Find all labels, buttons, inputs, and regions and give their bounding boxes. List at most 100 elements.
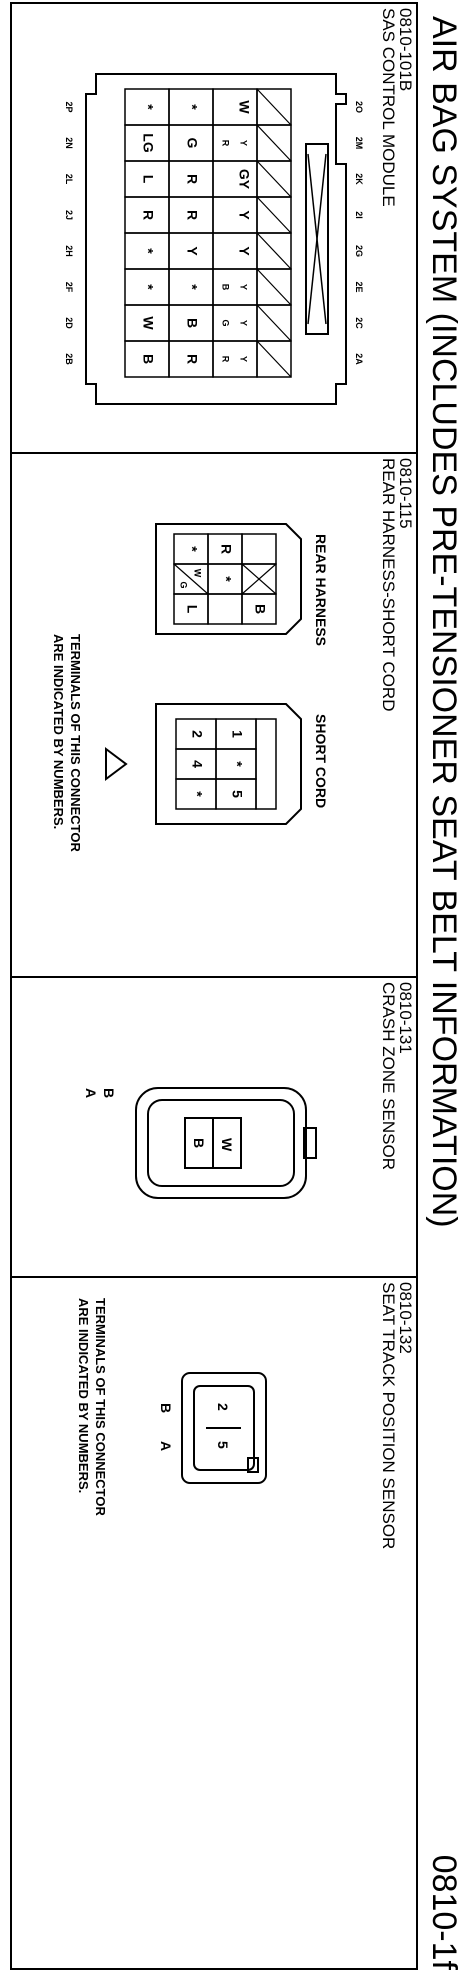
short-cord-terminal: 5	[229, 790, 245, 798]
sas-cell-value: LG	[140, 133, 156, 153]
sas-cell	[212, 304, 258, 342]
sas-cell-value: Y	[239, 320, 249, 326]
rear-harness-terminal: *	[184, 546, 200, 552]
rear-harness-cell	[207, 593, 243, 625]
panel-rear-harness-short-cord: 0810-115 REAR HARNESS-SHORT CORD REAR HA…	[10, 452, 418, 978]
sas-cell-value: G	[221, 319, 231, 326]
sas-cell-value: R	[184, 174, 200, 184]
sas-cell-value: W	[236, 100, 252, 114]
sas-cell-value: Y	[236, 246, 252, 256]
crash-zone-label-b: B	[101, 1088, 117, 1098]
rear-harness-label: REAR HARNESS	[313, 534, 329, 646]
sas-cell-value: *	[140, 284, 156, 290]
seat-track-drawing: 2 5 B A TERMINALS OF THIS CONNECTOR ARE …	[76, 1298, 267, 1516]
sas-top-pin-labels: 2O 2M 2K 2I 2G 2E 2C 2A	[354, 101, 364, 365]
sas-bottom-pin: 2H	[64, 245, 74, 257]
sas-cell-value: B	[140, 354, 156, 364]
rear-harness-cell	[173, 593, 209, 625]
short-cord-note-line2: ARE INDICATED BY NUMBERS.	[51, 634, 66, 829]
sas-top-pin: 2A	[354, 353, 364, 365]
sas-cell-value: G	[184, 138, 200, 149]
rear-harness-terminal: L	[184, 605, 200, 614]
sas-cell-value: B	[221, 284, 231, 291]
seat-track-inner-shell	[193, 1385, 255, 1471]
crash-zone-latch	[303, 1127, 317, 1159]
sas-bottom-pin: 2N	[64, 137, 74, 149]
sas-cell	[212, 268, 258, 306]
sas-top-pin: 2K	[354, 173, 364, 185]
sas-top-pin: 2O	[354, 101, 364, 113]
seat-track-label-b: B	[158, 1403, 174, 1413]
sas-cell-value: W	[140, 316, 156, 330]
sas-cell-value: *	[184, 284, 200, 290]
rear-harness-terminal: B	[252, 604, 268, 614]
rear-harness-cell	[241, 533, 277, 565]
sas-cell-value: GY	[236, 169, 252, 190]
page-title: AIR BAG SYSTEM (INCLUDES PRE-TENSIONER S…	[425, 16, 463, 1228]
sas-cell-value: Y	[236, 210, 252, 220]
short-cord-connector	[155, 703, 302, 825]
sas-cell-value: R	[184, 210, 200, 220]
sas-cell-value: R	[184, 354, 200, 364]
sas-bottom-pin: 2B	[64, 353, 74, 365]
seat-track-latch	[247, 1457, 259, 1473]
sas-latch	[305, 143, 329, 335]
seat-track-outer-shell	[181, 1372, 267, 1484]
sas-bottom-pin: 2P	[64, 101, 74, 112]
sas-bottom-pin: 2D	[64, 317, 74, 329]
short-cord-terminal: 2	[189, 730, 205, 738]
short-cord-terminal: 1	[229, 730, 245, 738]
short-cord-cell	[175, 778, 217, 810]
sas-cell-value: *	[140, 104, 156, 110]
seat-track-note-line2: ARE INDICATED BY NUMBERS.	[76, 1298, 91, 1493]
sas-top-pin: 2M	[354, 137, 364, 150]
sas-cell-value: *	[184, 104, 200, 110]
seat-track-label-a: A	[158, 1441, 174, 1451]
sas-top-pin: 2C	[354, 317, 364, 329]
crash-zone-terminal-a: W	[219, 1138, 235, 1152]
sas-bottom-pin: 2F	[64, 282, 74, 293]
rear-harness-terminal: W	[193, 569, 203, 578]
sas-cell-value: Y	[239, 284, 249, 290]
sas-bottom-pin: 2J	[64, 210, 74, 220]
short-cord-terminal: 4	[189, 760, 205, 768]
sas-top-pin: 2I	[354, 211, 364, 219]
crash-zone-label-a: A	[83, 1088, 99, 1098]
short-cord-terminal: *	[189, 791, 205, 797]
rear-harness-terminal: G	[179, 581, 189, 588]
crash-zone-drawing: W B B A	[83, 1087, 317, 1199]
sas-cell	[212, 340, 258, 378]
sas-top-pin: 2E	[354, 281, 364, 292]
sas-cell-value: R	[221, 356, 231, 363]
crash-zone-outer-shell	[135, 1087, 307, 1199]
sas-bottom-pin: 2L	[64, 174, 74, 185]
sas-cell-value: Y	[239, 356, 249, 362]
crash-zone-inner-shell	[147, 1099, 295, 1187]
sas-cell-value: R	[140, 210, 156, 220]
sas-cell	[212, 124, 258, 162]
short-cord-terminal: *	[229, 761, 245, 767]
arrow-icon	[105, 747, 128, 781]
sas-top-pin: 2G	[354, 245, 364, 257]
panel-crash-zone-sensor: 0810-131 CRASH ZONE SENSOR W B B A	[10, 976, 418, 1278]
short-cord-grid: 5 * 1 * 4 2	[175, 718, 277, 810]
seat-track-terminal-a: 5	[215, 1441, 231, 1449]
sas-cell-value: *	[140, 248, 156, 254]
sas-connector-outline	[85, 73, 347, 405]
page-reference: 0810-1f	[425, 1854, 463, 1970]
short-cord-note-line1: TERMINALS OF THIS CONNECTOR	[68, 634, 83, 852]
sas-cell-value: L	[140, 175, 156, 184]
rear-harness-terminal: *	[218, 576, 234, 582]
seat-track-note-line1: TERMINALS OF THIS CONNECTOR	[93, 1298, 108, 1516]
rear-harness-connector	[155, 523, 302, 635]
sas-cell-value: Y	[239, 140, 249, 146]
panel-seat-track-position-sensor: 0810-132 SEAT TRACK POSITION SENSOR 2 5 …	[10, 1276, 418, 1970]
sas-bottom-pin-labels: 2P 2N 2L 2J 2H 2F 2D 2B	[64, 101, 74, 365]
sas-cell-value: B	[184, 318, 200, 328]
